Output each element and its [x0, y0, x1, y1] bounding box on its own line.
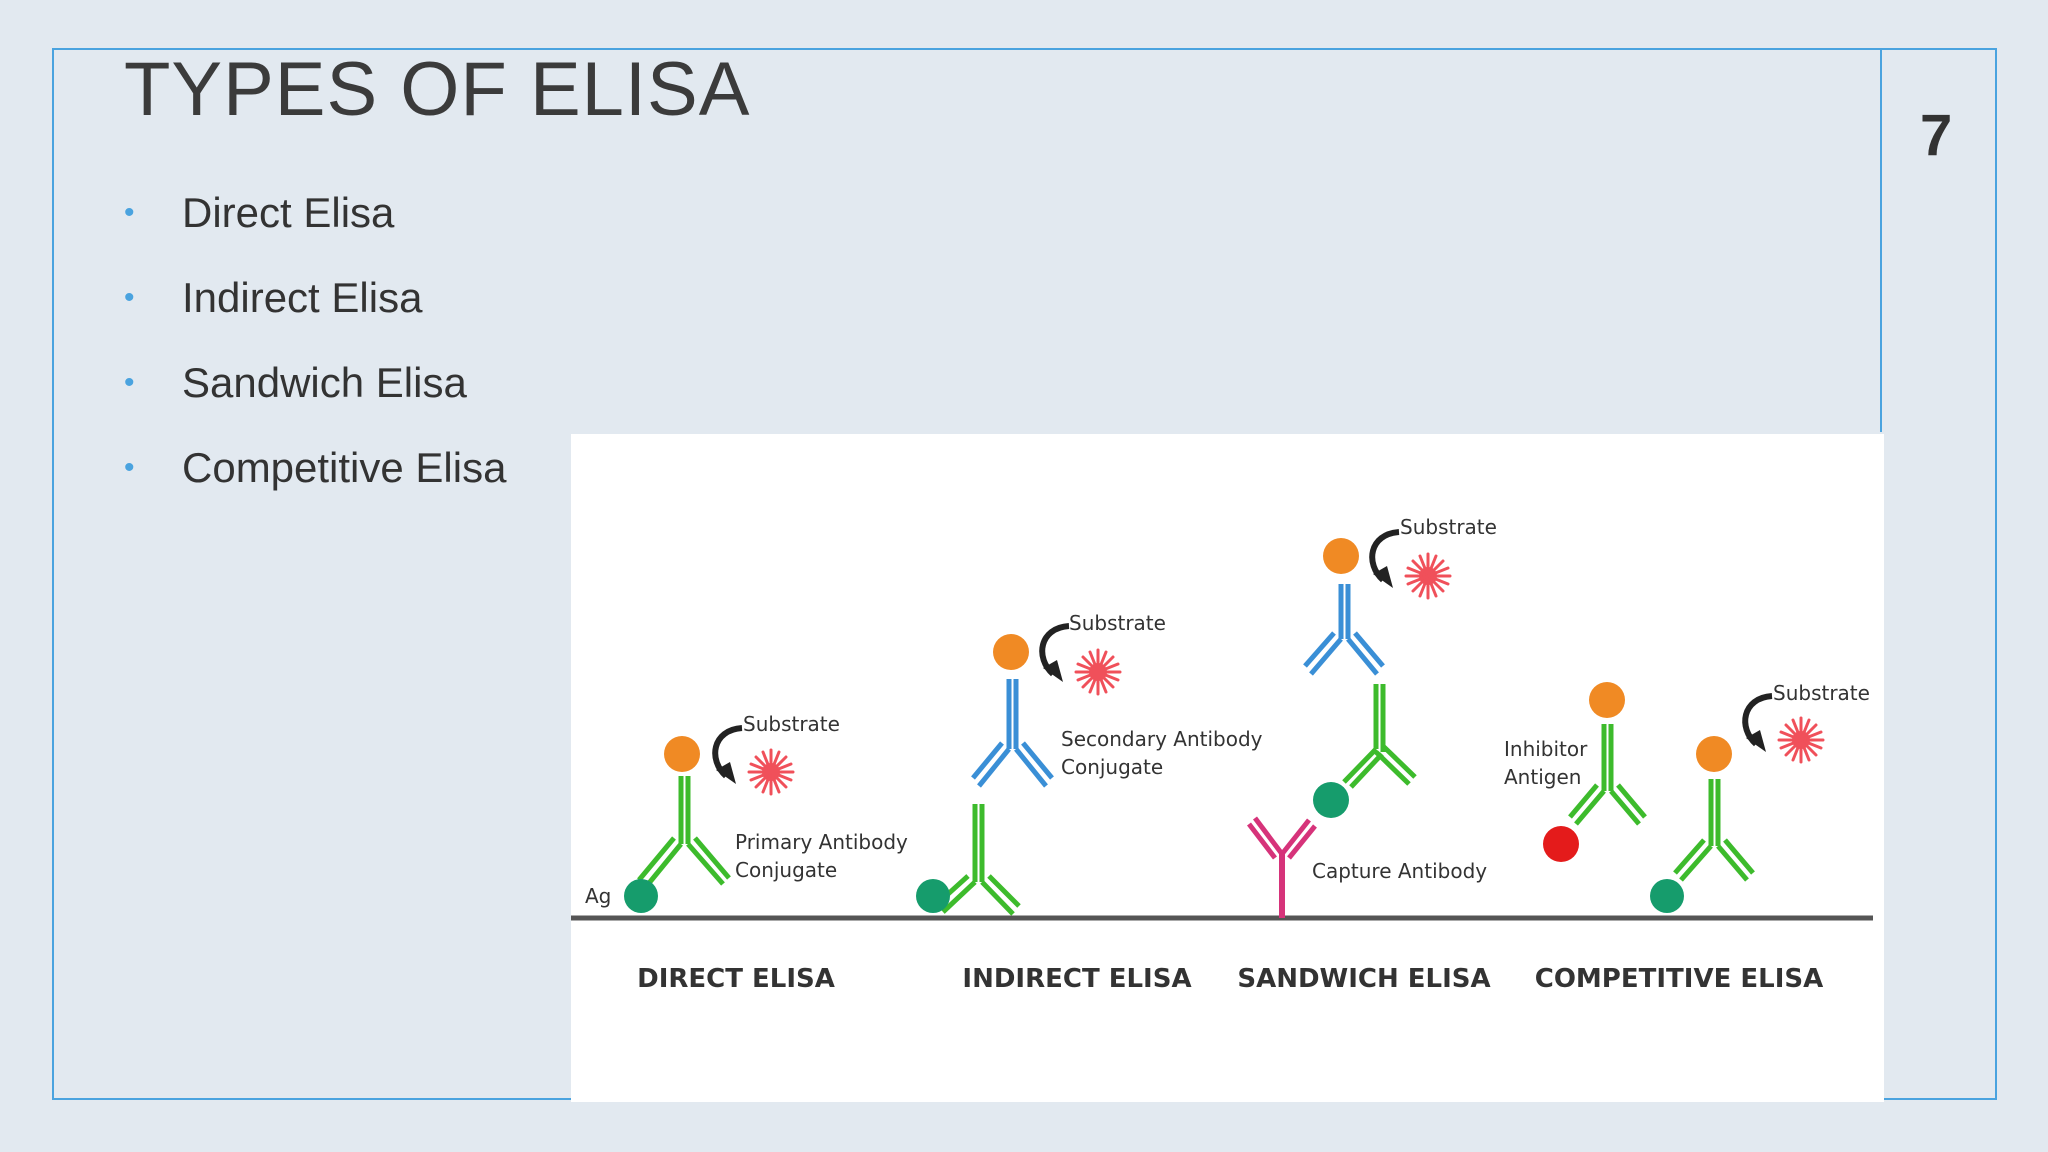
capture-antibody-label: Capture Antibody	[1312, 859, 1487, 883]
elisa-diagram: Substrate Primary Antibody Conjugate Ag …	[571, 434, 1884, 1102]
bullet-item: • Indirect Elisa	[124, 255, 506, 340]
inhibitor-antigen-icon	[1543, 826, 1579, 862]
antigen-icon	[624, 879, 658, 913]
direct-elisa-group: Substrate Primary Antibody Conjugate Ag …	[585, 712, 908, 994]
caption-sandwich: SANDWICH ELISA	[1237, 964, 1490, 994]
secondary-antibody-label: Secondary Antibody	[1061, 727, 1263, 751]
enzyme-icon	[1696, 736, 1732, 772]
antigen-icon	[916, 879, 950, 913]
enzyme-icon	[664, 736, 700, 772]
conjugate-label: Conjugate	[1061, 755, 1163, 779]
caption-competitive: COMPETITIVE ELISA	[1535, 964, 1823, 994]
slide-title: TYPES OF ELISA	[124, 47, 751, 132]
bullet-dot-icon: •	[124, 280, 135, 314]
bullet-list: • Direct Elisa • Indirect Elisa • Sandwich …	[124, 170, 506, 510]
substrate-label: Substrate	[1400, 515, 1497, 539]
substrate-label: Substrate	[1773, 681, 1870, 705]
antigen-label: Antigen	[1504, 765, 1581, 789]
antigen-icon	[1650, 879, 1684, 913]
enzyme-icon	[1323, 538, 1359, 574]
bullet-dot-icon: •	[124, 195, 135, 229]
substrate-label: Substrate	[1069, 611, 1166, 635]
inhibitor-label: Inhibitor	[1504, 737, 1588, 761]
bullet-dot-icon: •	[124, 450, 135, 484]
enzyme-icon	[1589, 682, 1625, 718]
bullet-dot-icon: •	[124, 365, 135, 399]
enzyme-icon	[993, 634, 1029, 670]
page-number: 7	[1920, 103, 1953, 168]
indirect-elisa-group: Substrate Secondary Antibody Conjugate I…	[916, 611, 1263, 994]
caption-direct: DIRECT ELISA	[637, 964, 835, 994]
bullet-text: Indirect Elisa	[182, 273, 423, 321]
sandwich-elisa-group: Substrate Capture Antibody SANDWICH ELIS…	[1237, 515, 1497, 994]
ag-label: Ag	[585, 884, 611, 908]
conjugate-label: Conjugate	[735, 858, 837, 882]
slide-divider-line	[1880, 48, 1882, 432]
bullet-item: • Competitive Elisa	[124, 425, 506, 510]
bullet-text: Competitive Elisa	[182, 443, 507, 491]
caption-indirect: INDIRECT ELISA	[962, 964, 1191, 994]
substrate-label: Substrate	[743, 712, 840, 736]
bullet-text: Direct Elisa	[182, 188, 395, 236]
bullet-item: • Sandwich Elisa	[124, 340, 506, 425]
antigen-icon	[1313, 782, 1349, 818]
bullet-item: • Direct Elisa	[124, 170, 506, 255]
primary-antibody-label: Primary Antibody	[735, 830, 908, 854]
bullet-text: Sandwich Elisa	[182, 358, 467, 406]
elisa-diagram-svg: Substrate Primary Antibody Conjugate Ag …	[571, 515, 1873, 994]
competitive-elisa-group: Substrate Inhibitor Antigen COMPETITIVE …	[1504, 681, 1870, 994]
